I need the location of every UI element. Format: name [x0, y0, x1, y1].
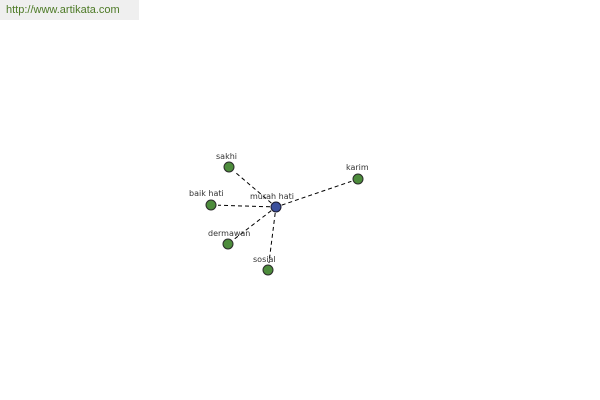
edge-murah-hati-sosial — [268, 212, 276, 264]
node-label-murah-hati[interactable]: murah hati — [250, 192, 294, 201]
node-label-karim[interactable]: karim — [346, 163, 369, 172]
edge-murah-hati-sakhi — [233, 171, 272, 204]
watermark-link[interactable]: http://www.artikata.com — [0, 0, 139, 20]
node-dermawan[interactable] — [222, 238, 234, 250]
node-murah-hati[interactable] — [270, 201, 282, 213]
graph-edges — [217, 171, 352, 264]
node-sakhi[interactable] — [223, 161, 235, 173]
node-label-sosial[interactable]: sosial — [253, 255, 276, 264]
node-label-sakhi[interactable]: sakhi — [216, 152, 237, 161]
edge-murah-hati-baik-hati — [217, 204, 271, 208]
node-label-dermawan[interactable]: dermawan — [208, 229, 250, 238]
node-baik-hati[interactable] — [205, 199, 217, 211]
edge-murah-hati-karim — [281, 180, 352, 206]
graph-labels: sakhi karim baik hati dermawan sosial murah h… — [189, 152, 369, 264]
edge-murah-hati-dermawan — [233, 210, 272, 241]
node-karim[interactable] — [352, 173, 364, 185]
node-sosial[interactable] — [262, 264, 274, 276]
graph-nodes — [205, 161, 364, 276]
node-label-baik-hati[interactable]: baik hati — [189, 189, 224, 198]
